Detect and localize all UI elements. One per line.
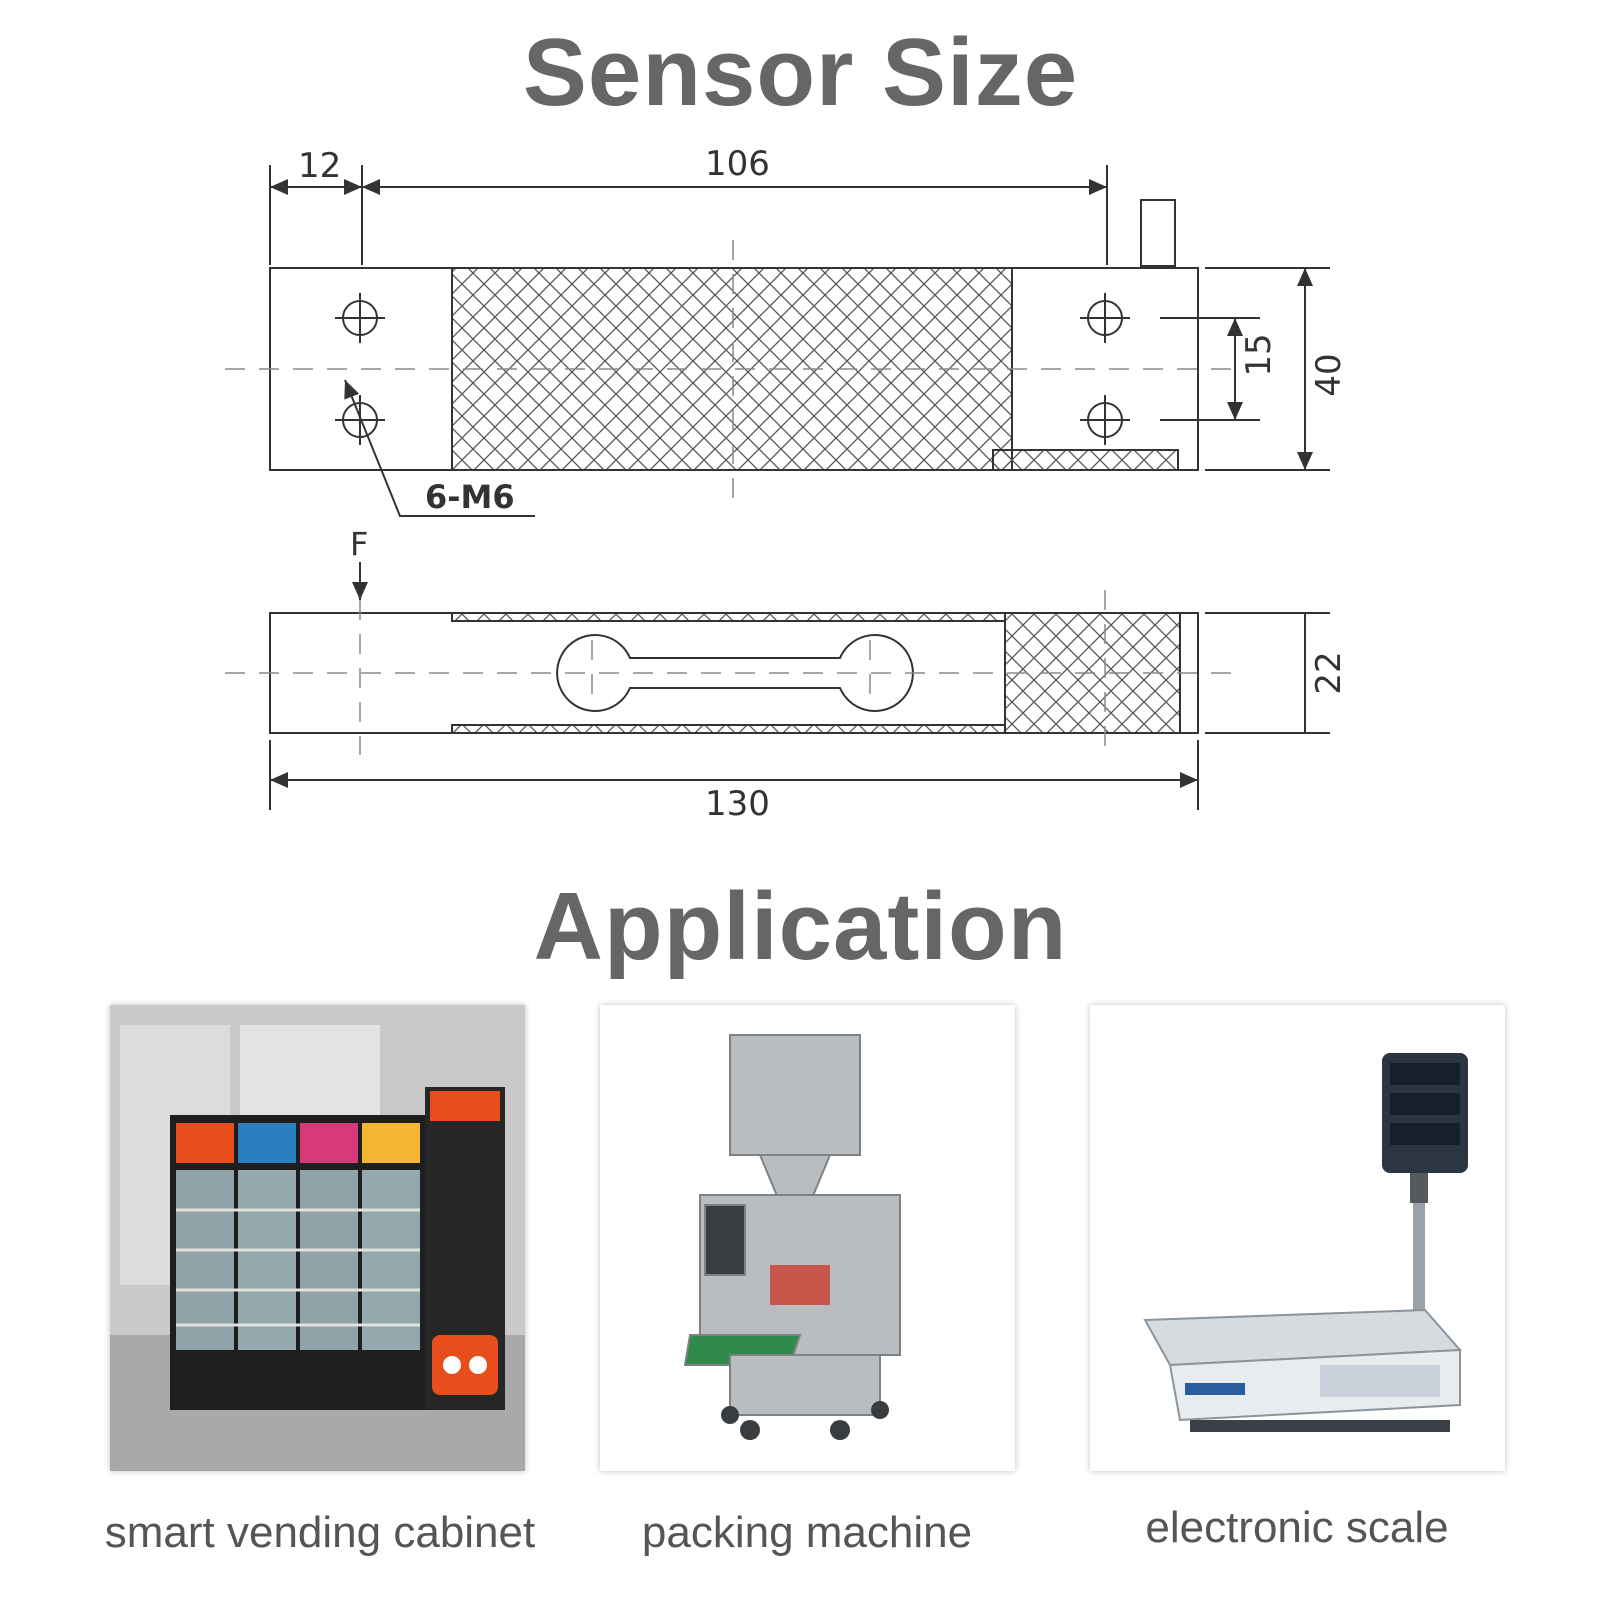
top-view — [225, 165, 1330, 517]
dim-130-label: 130 — [705, 784, 770, 824]
mounting-holes — [335, 293, 1130, 445]
hole-callout-label: 6-M6 — [425, 478, 515, 516]
caption-vending-cabinet: smart vending cabinet — [104, 1508, 536, 1557]
dim-15-label: 15 — [1239, 333, 1279, 376]
sensor-technical-drawing: 12 106 6-M6 15 40 F 22 130 — [225, 144, 1349, 824]
dim-40-label: 40 — [1309, 353, 1349, 396]
sensor-size-title: Sensor Size — [522, 19, 1079, 126]
dim-22-label: 22 — [1309, 651, 1349, 694]
side-view — [225, 562, 1330, 810]
application-title: Application — [533, 873, 1068, 980]
force-label: F — [350, 525, 368, 563]
vending-cabinet-image — [110, 1005, 525, 1471]
dim-12-label: 12 — [298, 146, 341, 186]
packing-machine-image — [600, 1005, 1015, 1471]
dim-106-label: 106 — [705, 144, 770, 184]
electronic-scale-image — [1090, 1005, 1505, 1471]
caption-packing-machine: packing machine — [641, 1508, 973, 1557]
caption-electronic-scale: electronic scale — [1145, 1503, 1449, 1552]
